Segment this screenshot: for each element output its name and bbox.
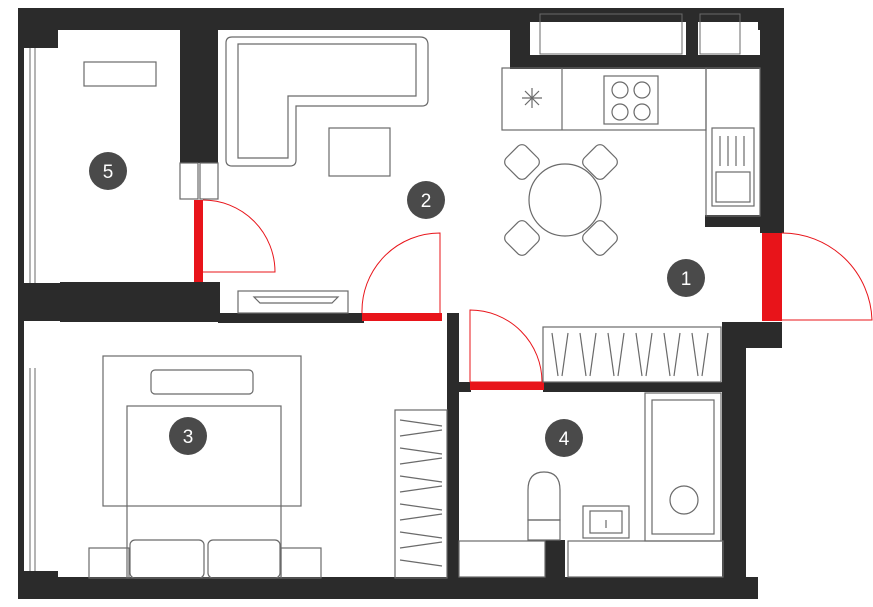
bath-cabinet <box>458 540 546 578</box>
toilet-icon <box>527 471 561 541</box>
wall-balcony-living <box>180 8 218 163</box>
wall-left-top-block <box>18 8 58 48</box>
kitchen-counter-side <box>705 67 761 217</box>
wall-left-balcony <box>18 48 24 283</box>
room-badge-5: 5 <box>89 152 127 190</box>
room-number-3: 3 <box>183 427 194 448</box>
pillow-right <box>207 539 281 579</box>
kitchen-fan-icon <box>522 88 542 108</box>
wall-top-left <box>18 8 513 30</box>
wall-bath-corner <box>545 540 565 580</box>
wall-kitchen-niche-bottom <box>510 55 760 69</box>
furniture <box>83 36 761 579</box>
wall-right-upper <box>760 8 784 233</box>
bedroom-wardrobe-hatch <box>399 419 443 567</box>
dining-table <box>528 163 602 237</box>
room-number-4: 4 <box>559 429 570 450</box>
door-entrance <box>762 233 782 321</box>
sink-icon <box>711 127 755 207</box>
wall-balcony-bottom <box>60 282 220 322</box>
wall-kitchen-niche-divider <box>686 8 698 63</box>
wall-bath-top <box>459 382 471 392</box>
balcony-door-frame-left <box>179 162 199 200</box>
corner-sofa <box>225 36 429 167</box>
door-living-swing <box>361 232 441 314</box>
bathtub-icon <box>644 392 722 542</box>
room-number-5: 5 <box>103 162 114 183</box>
balcony-door-frame-right <box>199 162 219 200</box>
tv <box>252 296 340 304</box>
door-living <box>362 313 442 321</box>
wall-bottom <box>18 577 758 599</box>
hall-wardrobe <box>542 326 722 383</box>
corner-sofa-inner <box>237 43 417 159</box>
doors <box>194 199 873 390</box>
room-number-2: 2 <box>421 191 432 212</box>
dining-chairs <box>504 144 618 256</box>
door-bathroom-swing <box>469 309 543 383</box>
pillow-left <box>129 539 205 579</box>
room-badge-3: 3 <box>169 417 207 455</box>
room-badge-4: 4 <box>545 419 583 457</box>
kitchen-window-left <box>539 13 683 55</box>
wall-kitchen-right <box>705 215 760 227</box>
door-bathroom <box>470 382 544 390</box>
wall-bedroom-bath <box>447 313 459 599</box>
wall-kitchen-niche-left <box>510 8 530 68</box>
bed-headboard <box>150 369 254 395</box>
wall-left-mid-block <box>18 283 60 321</box>
nightstand-left <box>88 547 130 579</box>
room-badge-1: 1 <box>667 259 705 297</box>
room-number-1: 1 <box>681 269 692 290</box>
windows <box>29 13 741 571</box>
door-entrance-swing <box>781 232 873 321</box>
wall-top-right <box>528 8 758 22</box>
walls <box>18 8 784 599</box>
nightstand-right <box>280 547 322 579</box>
room-badge-2: 2 <box>407 181 445 219</box>
bath-sink-icon <box>582 505 630 539</box>
wall-right-bath <box>722 322 746 599</box>
tv-stand <box>237 290 349 314</box>
washing-machine <box>567 540 724 578</box>
coffee-table <box>328 127 391 177</box>
wall-bath-top-right <box>543 382 723 392</box>
kitchen-window-right <box>699 13 741 55</box>
hall-wardrobe-hatch <box>551 332 709 377</box>
wall-left-bedroom <box>18 321 24 571</box>
stove-icon <box>603 75 659 125</box>
door-balcony <box>194 200 203 282</box>
bed <box>126 405 282 579</box>
wall-bedroom-top <box>218 313 364 323</box>
door-balcony-swing <box>202 199 276 273</box>
balcony-table <box>83 61 157 87</box>
bedroom-wardrobe <box>394 409 448 579</box>
bed-frame <box>102 355 302 507</box>
